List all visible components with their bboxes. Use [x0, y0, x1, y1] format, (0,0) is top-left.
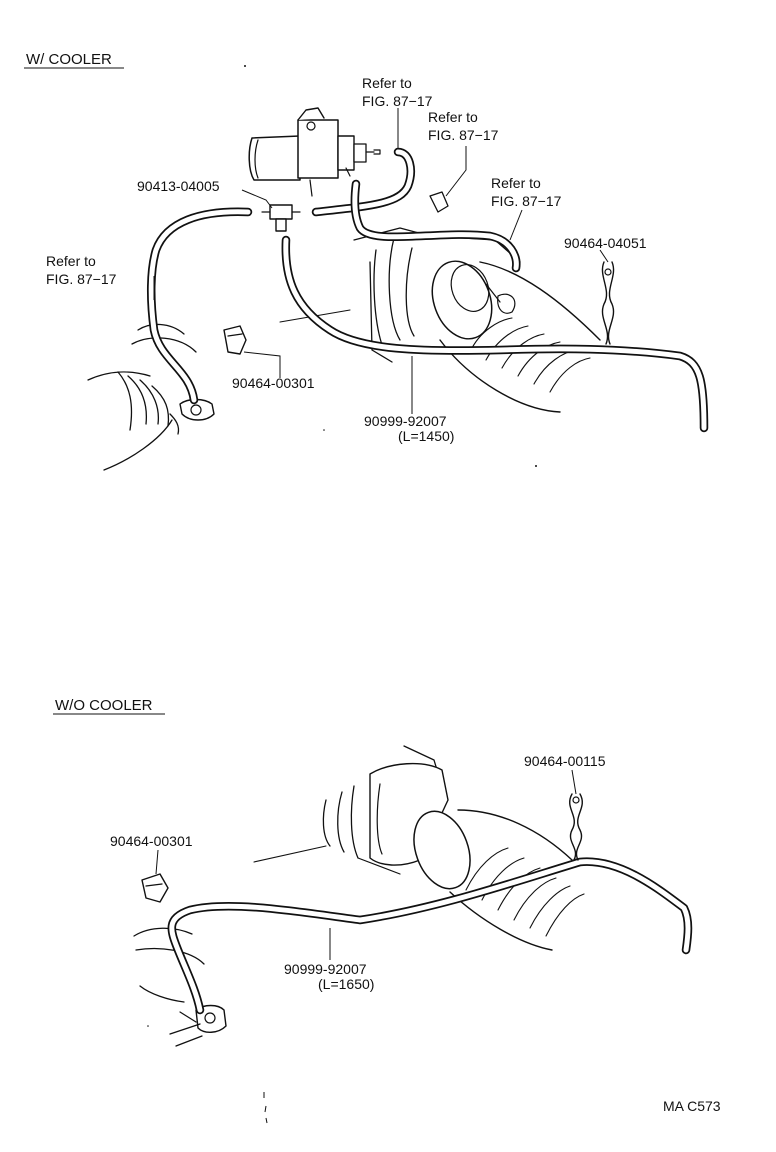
refer-label-3-line1: Refer to [491, 175, 541, 191]
vacuum-hose-without-cooler [167, 857, 693, 1015]
refer-label-2-line2: FIG. 87−17 [428, 127, 499, 143]
part-label-clip-left-2: 90464-00301 [110, 833, 193, 849]
refer-label-1-line2: FIG. 87−17 [362, 93, 433, 109]
refer-label-4-line1: Refer to [46, 253, 96, 269]
hose-clip-left [223, 325, 247, 355]
leader-lines-without-cooler [155, 769, 577, 960]
refer-label-4-line2: FIG. 87−17 [46, 271, 117, 287]
part-label-clip-left: 90464-00301 [232, 375, 315, 391]
part-label-clip-top-2: 90464-00115 [524, 753, 606, 769]
section-with-cooler: W/ COOLER [24, 51, 709, 471]
hose-length-label: (L=1450) [398, 428, 454, 444]
hose-length-label-2: (L=1650) [318, 976, 374, 992]
engine-part-left [87, 323, 215, 471]
part-label-hose-2: 90999-92007 [284, 961, 367, 977]
hose-clip-left-2 [141, 873, 169, 903]
leader-lines-with-cooler [153, 108, 609, 414]
labels-with-cooler: Refer to FIG. 87−17 Refer to FIG. 87−17 … [46, 75, 647, 444]
vacuum-switching-valve [248, 107, 381, 197]
labels-without-cooler: 90464-00115 90464-00301 90999-92007 (L=1… [110, 753, 606, 992]
refer-label-3-line2: FIG. 87−17 [491, 193, 562, 209]
section-title-without-cooler: W/O COOLER [55, 697, 153, 714]
vacuum-hoses-with-cooler [146, 147, 709, 433]
figure-code: MA C573 [663, 1098, 721, 1114]
refer-label-2-line1: Refer to [428, 109, 478, 125]
part-label-clip-top: 90464-04051 [564, 235, 647, 251]
air-duct [431, 260, 601, 413]
section-without-cooler: W/O COOLER [53, 697, 693, 1047]
tee-fitting [261, 204, 301, 232]
scan-specks [147, 65, 537, 1124]
hose-clip-top-2 [569, 793, 583, 861]
hose-clip-top [601, 261, 615, 345]
section-title-with-cooler: W/ COOLER [26, 51, 112, 68]
part-label-tee: 90413-04005 [137, 178, 220, 194]
refer-label-1-line1: Refer to [362, 75, 412, 91]
air-duct-2 [413, 809, 585, 951]
hose-clip-top-small [429, 191, 449, 213]
part-label-hose: 90999-92007 [364, 413, 447, 429]
